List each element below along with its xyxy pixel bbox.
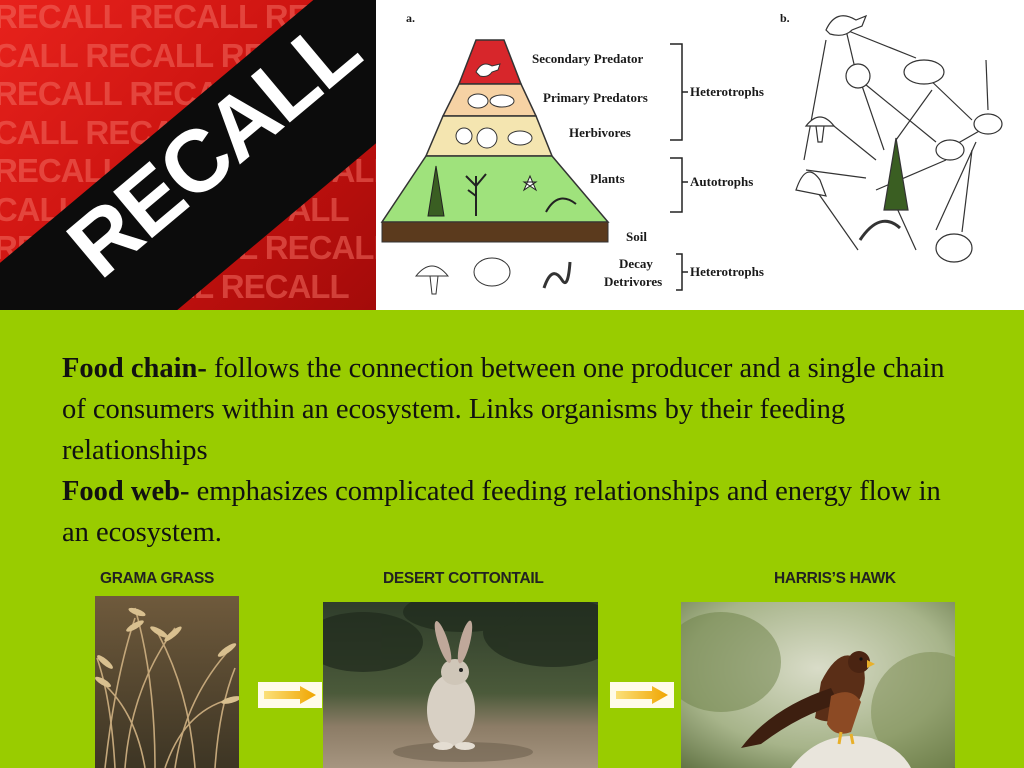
pyramid-level-plants bbox=[380, 155, 610, 223]
label-heterotrophs-bottom: Heterotrophs bbox=[690, 264, 764, 279]
pyramid-level-primary-predators bbox=[441, 83, 538, 117]
desert-cottontail-photo bbox=[323, 602, 598, 768]
food-chain-definition: Food chain- follows the connection betwe… bbox=[62, 348, 962, 471]
food-web bbox=[803, 29, 989, 251]
web-snake-icon bbox=[903, 59, 945, 85]
food-web-definition: Food web- emphasizes complicated feeding… bbox=[62, 471, 962, 553]
web-mushroom-icon bbox=[804, 116, 836, 143]
label-herbivores: Herbivores bbox=[569, 125, 631, 140]
bracket-autotrophs bbox=[670, 157, 683, 213]
arrow-grass-to-rabbit bbox=[258, 682, 322, 708]
web-squirrel-icon bbox=[845, 63, 871, 89]
food-chain-term: Food chain- bbox=[62, 353, 207, 384]
web-millipede-icon bbox=[935, 233, 973, 263]
arrow-right-icon bbox=[264, 686, 316, 704]
harris-hawk-label: HARRIS’S HAWK bbox=[774, 570, 896, 587]
web-tree-icon bbox=[883, 137, 909, 211]
arrow-right-icon bbox=[616, 686, 668, 704]
food-web-description: emphasizes complicated feeding relations… bbox=[62, 476, 941, 548]
food-web-organisms bbox=[795, 14, 1003, 263]
label-secondary-predator: Secondary Predator bbox=[532, 51, 644, 66]
squirrel-icon bbox=[476, 127, 498, 149]
snake-icon bbox=[489, 94, 515, 108]
desert-cottontail-label: DESERT COTTONTAIL bbox=[383, 570, 544, 587]
worm-icon bbox=[542, 261, 572, 289]
web-worm-icon bbox=[858, 219, 902, 241]
panel-a-label: a. bbox=[406, 11, 415, 25]
harris-hawk-photo bbox=[681, 602, 955, 768]
grasshopper-icon bbox=[507, 130, 533, 146]
panel-b-label: b. bbox=[780, 11, 790, 25]
bracket-heterotrophs-top bbox=[670, 43, 683, 141]
web-frog-icon bbox=[973, 113, 1003, 135]
label-decay: Decay bbox=[619, 256, 653, 271]
fern-icon bbox=[545, 197, 577, 213]
web-bird-icon bbox=[795, 171, 827, 197]
grama-grass-photo bbox=[95, 596, 239, 768]
mushroom-icon bbox=[414, 265, 450, 295]
pyramid-level-soil bbox=[381, 221, 609, 243]
label-primary-predators: Primary Predators bbox=[543, 90, 648, 105]
label-plants: Plants bbox=[590, 171, 625, 186]
tree-icon bbox=[427, 165, 445, 217]
food-web-term: Food web- bbox=[62, 476, 190, 507]
diagram-svg: a. b. Secondary Predator bbox=[380, 11, 1003, 295]
label-soil: Soil bbox=[626, 229, 647, 244]
fox-icon bbox=[475, 63, 501, 77]
energy-pyramid bbox=[380, 39, 610, 295]
food-pyramid-and-web-diagram: a. b. Secondary Predator bbox=[376, 0, 1024, 310]
grama-grass-label: GRAMA GRASS bbox=[100, 570, 215, 587]
rabbit-illustration bbox=[323, 602, 598, 768]
web-fox-icon bbox=[825, 14, 868, 36]
arrow-rabbit-to-hawk bbox=[610, 682, 674, 708]
mouse-icon bbox=[455, 127, 473, 145]
pyramid-level-secondary-predator bbox=[457, 39, 523, 85]
grass-illustration bbox=[95, 596, 239, 768]
bird-icon bbox=[467, 93, 489, 109]
web-beetle-icon bbox=[935, 139, 965, 161]
label-detrivores: Detrivores bbox=[604, 274, 662, 289]
flower-icon bbox=[522, 174, 538, 192]
millipede-icon bbox=[473, 257, 511, 287]
shrub-icon bbox=[465, 173, 487, 216]
definitions-text: Food chain- follows the connection betwe… bbox=[62, 348, 962, 553]
recall-banner: RECALL RECALL RECALL RECALL RECALL RECAL… bbox=[0, 0, 376, 310]
bracket-heterotrophs-bottom bbox=[676, 253, 683, 291]
hawk-illustration bbox=[681, 602, 955, 768]
food-chain-description: follows the connection between one produ… bbox=[62, 353, 945, 466]
label-heterotrophs-top: Heterotrophs bbox=[690, 84, 764, 99]
label-autotrophs: Autotrophs bbox=[690, 174, 753, 189]
